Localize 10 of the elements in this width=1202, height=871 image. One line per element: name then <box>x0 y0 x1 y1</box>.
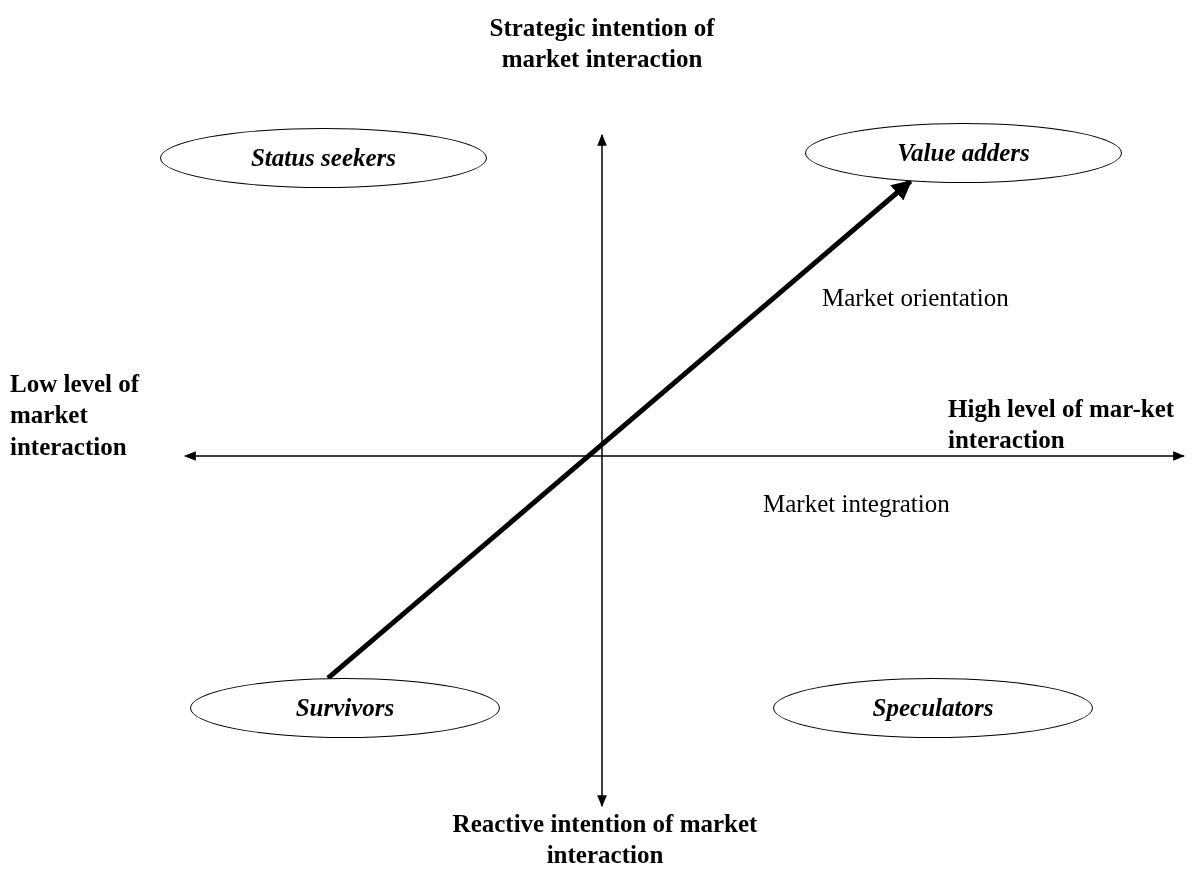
axis-label: High level of mar-ket interaction <box>948 394 1176 456</box>
axis-label: Reactive intention of market interaction <box>451 809 759 871</box>
category-label: Value adders <box>897 139 1030 167</box>
dimension-label: Market orientation <box>822 283 1010 313</box>
category-label: Status seekers <box>250 144 397 172</box>
axis-label: Strategic intention of market interaction <box>488 13 716 75</box>
category-label: Speculators <box>872 694 994 722</box>
category-label: Survivors <box>295 694 395 722</box>
dimension-label: Market integration <box>763 489 951 519</box>
axis-label: Low level of market interaction <box>10 369 141 462</box>
